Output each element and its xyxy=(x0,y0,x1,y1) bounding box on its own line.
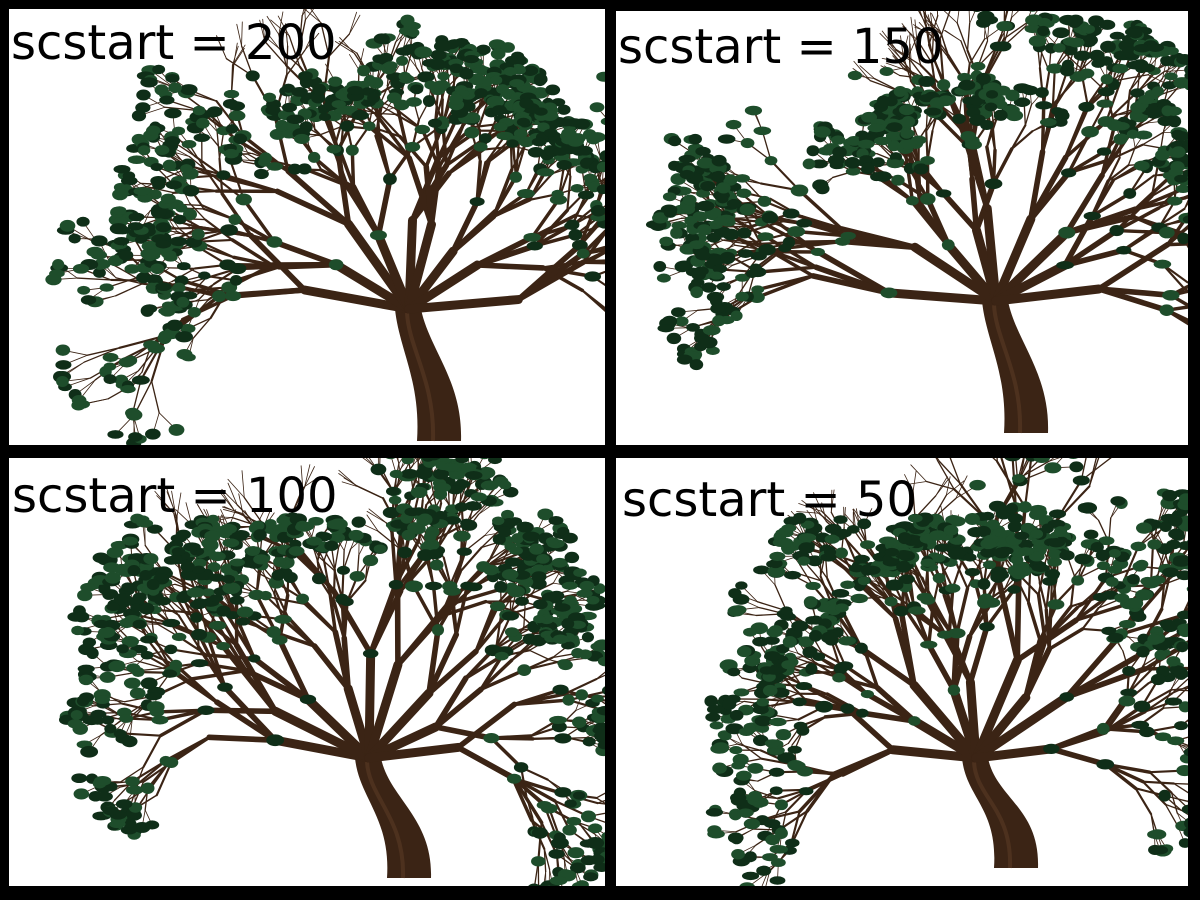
tree-image xyxy=(645,11,1188,434)
panel-scstart-100: scstart = 100 xyxy=(9,458,605,886)
tree-image xyxy=(59,458,605,886)
panel-label: scstart = 100 xyxy=(12,468,338,524)
panel-label: scstart = 200 xyxy=(11,15,337,71)
panel-label: scstart = 150 xyxy=(618,19,944,75)
tree-leaves xyxy=(59,458,605,886)
tree-leaves xyxy=(645,11,1188,371)
panel-label: scstart = 50 xyxy=(622,472,918,528)
tree-leaves xyxy=(45,14,605,445)
panel-scstart-200: scstart = 200 xyxy=(9,9,605,445)
tree-image xyxy=(704,458,1188,886)
panel-scstart-50: scstart = 50 xyxy=(616,458,1188,886)
tree-image xyxy=(45,9,605,445)
tree-leaves xyxy=(704,458,1188,886)
panel-scstart-150: scstart = 150 xyxy=(616,11,1188,445)
